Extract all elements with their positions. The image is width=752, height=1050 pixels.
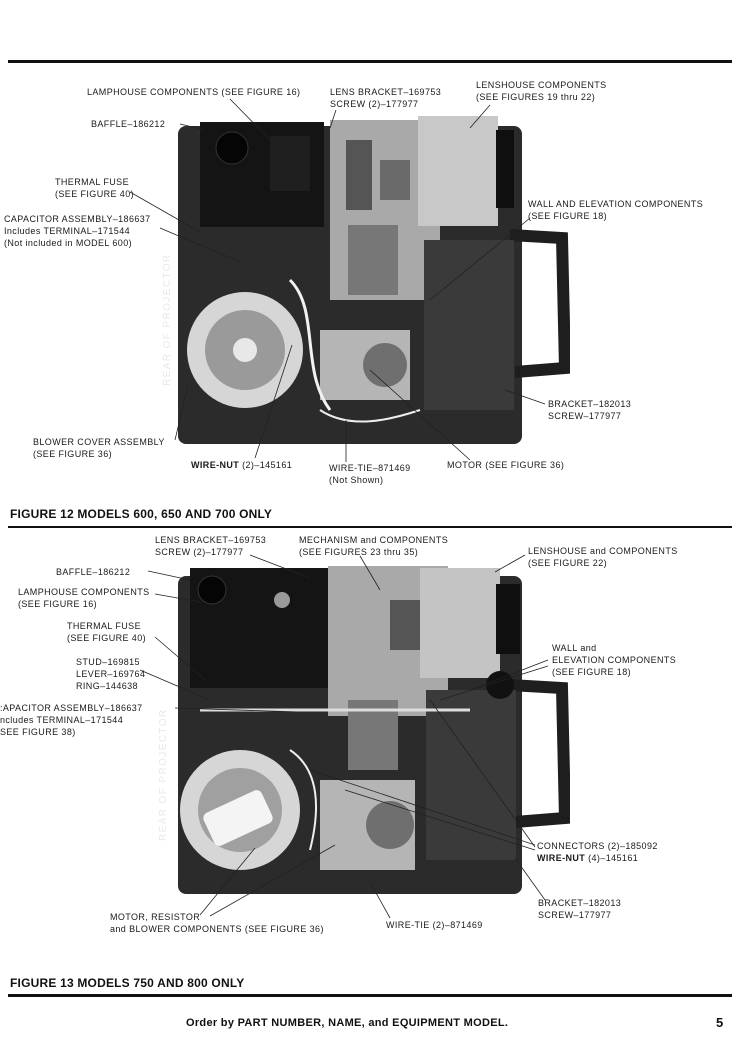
fig13-elevation-label: ELEVATION COMPONENTS	[552, 655, 677, 665]
fig13-stud-label: STUD–169815	[76, 657, 140, 667]
fig12-wirenut-label: WIRE-NUT (2)–145161	[191, 460, 293, 470]
fig12-lens-bracket-screw-label: SCREW (2)–177977	[330, 99, 419, 109]
fig12-blower-ref-label: (SEE FIGURE 36)	[33, 449, 113, 459]
fig13-baffle-label: BAFFLE–186212	[56, 567, 131, 577]
figure12-title: FIGURE 12 MODELS 600, 650 AND 700 ONLY	[10, 507, 273, 521]
fig12-lenshouse-label: LENSHOUSE COMPONENTS	[476, 80, 607, 90]
fig12-capacitor-note-label: (Not included in MODEL 600)	[4, 238, 133, 248]
top-rule	[8, 60, 732, 63]
fig13-lens-bracket-screw-label: SCREW (2)–177977	[155, 547, 244, 557]
fig13-ring-label: RING–144638	[76, 681, 138, 691]
bottom-rule	[8, 994, 732, 997]
fig12-lenshouse-ref-label: (SEE FIGURES 19 thru 22)	[476, 92, 596, 102]
fig12-wiretie-label: WIRE-TIE–871469	[329, 463, 411, 473]
fig12-lamphouse-label: LAMPHOUSE COMPONENTS (SEE FIGURE 16)	[87, 87, 301, 97]
fig13-connectors-wirenut-label: WIRE-NUT (4)–145161	[537, 853, 639, 863]
figure13-photo	[178, 566, 570, 894]
fig12-bracket-screw-label: SCREW–177977	[548, 411, 622, 421]
fig12-motor-label: MOTOR (SEE FIGURE 36)	[447, 460, 565, 470]
figure13-title: FIGURE 13 MODELS 750 AND 800 ONLY	[10, 976, 245, 990]
fig13-capacitor-terminal-label: ncludes TERMINAL–171544	[0, 715, 124, 725]
figure12-photo	[178, 116, 570, 444]
fig13-lens-bracket-label: LENS BRACKET–169753	[155, 535, 267, 545]
fig13-lever-label: LEVER–169764	[76, 669, 146, 679]
fig13-lamphouse-ref-label: (SEE FIGURE 16)	[18, 599, 98, 609]
fig13-capacitor-ref-label: SEE FIGURE 38)	[0, 727, 76, 737]
figure12-rule	[8, 526, 732, 528]
fig13-connectors-label: CONNECTORS (2)–185092	[537, 841, 658, 851]
fig12-thermal-ref-label: (SEE FIGURE 40)	[55, 189, 135, 199]
fig13-bracket-label: BRACKET–182013	[538, 898, 622, 908]
fig12-baffle-label: BAFFLE–186212	[91, 119, 166, 129]
fig12-wall-label: WALL AND ELEVATION COMPONENTS	[528, 199, 704, 209]
fig13-motor-label: MOTOR, RESISTOR	[110, 912, 201, 922]
footer-order-note: Order by PART NUMBER, NAME, and EQUIPMEN…	[186, 1017, 509, 1029]
fig12-capacitor-terminal-label: Includes TERMINAL–171544	[4, 226, 131, 236]
fig13-mechanism-label: MECHANISM and COMPONENTS	[299, 535, 449, 545]
fig12-blower-label: BLOWER COVER ASSEMBLY	[33, 437, 165, 447]
fig13-wiretie-label: WIRE-TIE (2)–871469	[386, 920, 483, 930]
fig12-thermal-label: THERMAL FUSE	[55, 177, 129, 187]
fig13-bracket-screw-label: SCREW–177977	[538, 910, 612, 920]
fig12-wall-ref-label: (SEE FIGURE 18)	[528, 211, 608, 221]
fig12-capacitor-label: CAPACITOR ASSEMBLY–186637	[4, 214, 151, 224]
fig13-mechanism-ref-label: (SEE FIGURES 23 thru 35)	[299, 547, 419, 557]
fig12-wiretie-note-label: (Not Shown)	[329, 475, 384, 485]
fig12-lens-bracket-label: LENS BRACKET–169753	[330, 87, 442, 97]
fig13-wall-ref-label: (SEE FIGURE 18)	[552, 667, 632, 677]
page-number: 5	[716, 1015, 724, 1030]
fig13-lenshouse-label: LENSHOUSE and COMPONENTS	[528, 546, 678, 556]
fig13-wall-label: WALL and	[552, 643, 597, 653]
fig13-capacitor-label: :APACITOR ASSEMBLY–186637	[0, 703, 143, 713]
fig13-lamphouse-label: LAMPHOUSE COMPONENTS	[18, 587, 150, 597]
fig13-thermal-ref-label: (SEE FIGURE 40)	[67, 633, 147, 643]
fig13-blower-label: and BLOWER COMPONENTS (SEE FIGURE 36)	[110, 924, 324, 934]
fig12-bracket-label: BRACKET–182013	[548, 399, 632, 409]
fig13-thermal-label: THERMAL FUSE	[67, 621, 141, 631]
fig13-lenshouse-ref-label: (SEE FIGURE 22)	[528, 558, 608, 568]
